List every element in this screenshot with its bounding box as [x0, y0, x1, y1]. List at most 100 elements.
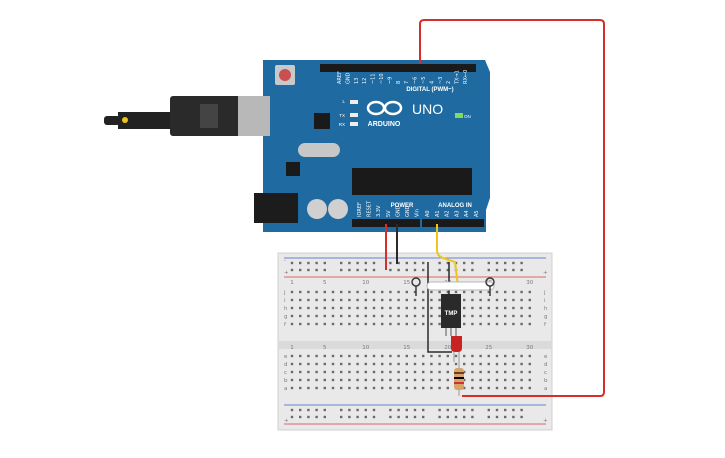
bb-hole[interactable]	[389, 354, 392, 358]
bb-hole[interactable]	[348, 354, 351, 358]
bb-hole[interactable]	[479, 314, 482, 318]
bb-hole[interactable]	[471, 370, 474, 374]
bb-hole[interactable]	[422, 362, 425, 366]
bb-hole[interactable]	[290, 268, 294, 272]
bb-hole[interactable]	[520, 322, 523, 326]
bb-hole[interactable]	[381, 306, 384, 310]
bb-hole[interactable]	[471, 261, 474, 265]
bb-hole[interactable]	[315, 415, 318, 419]
bb-hole[interactable]	[495, 290, 499, 294]
bb-hole[interactable]	[299, 415, 302, 419]
bb-hole[interactable]	[413, 362, 417, 366]
bb-hole[interactable]	[356, 378, 359, 382]
bb-hole[interactable]	[340, 408, 343, 412]
bb-hole[interactable]	[372, 298, 376, 302]
bb-hole[interactable]	[323, 386, 326, 390]
bb-hole[interactable]	[340, 370, 343, 374]
bb-hole[interactable]	[315, 298, 318, 302]
bb-hole[interactable]	[397, 261, 400, 265]
bb-hole[interactable]	[422, 268, 425, 272]
bb-hole[interactable]	[528, 306, 531, 310]
bb-hole[interactable]	[512, 415, 515, 419]
bb-hole[interactable]	[479, 370, 482, 374]
bb-hole[interactable]	[290, 370, 294, 374]
bb-hole[interactable]	[422, 322, 425, 326]
bb-hole[interactable]	[331, 314, 335, 318]
bb-hole[interactable]	[528, 290, 531, 294]
bb-hole[interactable]	[331, 354, 335, 358]
bb-hole[interactable]	[381, 298, 384, 302]
bb-hole[interactable]	[315, 386, 318, 390]
bb-hole[interactable]	[438, 268, 441, 272]
bb-hole[interactable]	[397, 298, 400, 302]
bb-hole[interactable]	[389, 290, 392, 294]
bb-hole[interactable]	[315, 306, 318, 310]
bb-hole[interactable]	[405, 378, 408, 382]
bb-hole[interactable]	[323, 298, 326, 302]
bb-hole[interactable]	[323, 378, 326, 382]
bb-hole[interactable]	[348, 298, 351, 302]
bb-hole[interactable]	[348, 408, 351, 412]
bb-hole[interactable]	[340, 322, 343, 326]
bb-hole[interactable]	[438, 386, 441, 390]
bb-hole[interactable]	[479, 362, 482, 366]
bb-hole[interactable]	[323, 290, 326, 294]
bb-hole[interactable]	[463, 386, 466, 390]
bb-hole[interactable]	[364, 370, 367, 374]
bb-hole[interactable]	[463, 306, 466, 310]
bb-hole[interactable]	[356, 268, 359, 272]
bb-hole[interactable]	[512, 378, 515, 382]
bb-hole[interactable]	[471, 408, 474, 412]
bb-hole[interactable]	[528, 314, 531, 318]
bb-hole[interactable]	[307, 306, 310, 310]
bb-hole[interactable]	[372, 378, 376, 382]
bb-hole[interactable]	[422, 354, 425, 358]
bb-hole[interactable]	[495, 322, 499, 326]
bb-hole[interactable]	[340, 290, 343, 294]
bb-hole[interactable]	[331, 298, 335, 302]
bb-hole[interactable]	[487, 314, 490, 318]
bb-hole[interactable]	[348, 362, 351, 366]
bb-hole[interactable]	[356, 408, 359, 412]
bb-hole[interactable]	[299, 290, 302, 294]
bb-hole[interactable]	[389, 322, 392, 326]
bb-hole[interactable]	[372, 322, 376, 326]
bb-hole[interactable]	[348, 378, 351, 382]
bb-hole[interactable]	[381, 322, 384, 326]
bb-hole[interactable]	[479, 354, 482, 358]
bb-hole[interactable]	[290, 354, 294, 358]
bb-hole[interactable]	[520, 415, 523, 419]
bb-hole[interactable]	[471, 268, 474, 272]
bb-hole[interactable]	[463, 415, 466, 419]
bb-hole[interactable]	[307, 386, 310, 390]
bb-hole[interactable]	[495, 354, 499, 358]
bb-hole[interactable]	[413, 306, 417, 310]
bb-hole[interactable]	[348, 386, 351, 390]
bb-hole[interactable]	[381, 378, 384, 382]
bb-hole[interactable]	[315, 354, 318, 358]
bb-hole[interactable]	[438, 354, 441, 358]
bb-hole[interactable]	[397, 322, 400, 326]
bb-hole[interactable]	[356, 290, 359, 294]
bb-hole[interactable]	[438, 261, 441, 265]
bb-hole[interactable]	[471, 415, 474, 419]
bb-hole[interactable]	[413, 290, 417, 294]
bb-hole[interactable]	[323, 314, 326, 318]
bb-hole[interactable]	[323, 322, 326, 326]
bb-hole[interactable]	[479, 298, 482, 302]
bb-hole[interactable]	[389, 378, 392, 382]
bb-hole[interactable]	[364, 415, 367, 419]
bb-hole[interactable]	[520, 261, 523, 265]
bb-hole[interactable]	[487, 415, 490, 419]
bb-hole[interactable]	[487, 378, 490, 382]
bb-hole[interactable]	[471, 322, 474, 326]
bb-hole[interactable]	[454, 354, 458, 358]
bb-hole[interactable]	[405, 354, 408, 358]
bb-hole[interactable]	[299, 314, 302, 318]
bb-hole[interactable]	[520, 408, 523, 412]
bb-hole[interactable]	[381, 362, 384, 366]
bb-hole[interactable]	[405, 268, 408, 272]
bb-hole[interactable]	[348, 306, 351, 310]
bb-hole[interactable]	[446, 362, 449, 366]
bb-hole[interactable]	[422, 261, 425, 265]
